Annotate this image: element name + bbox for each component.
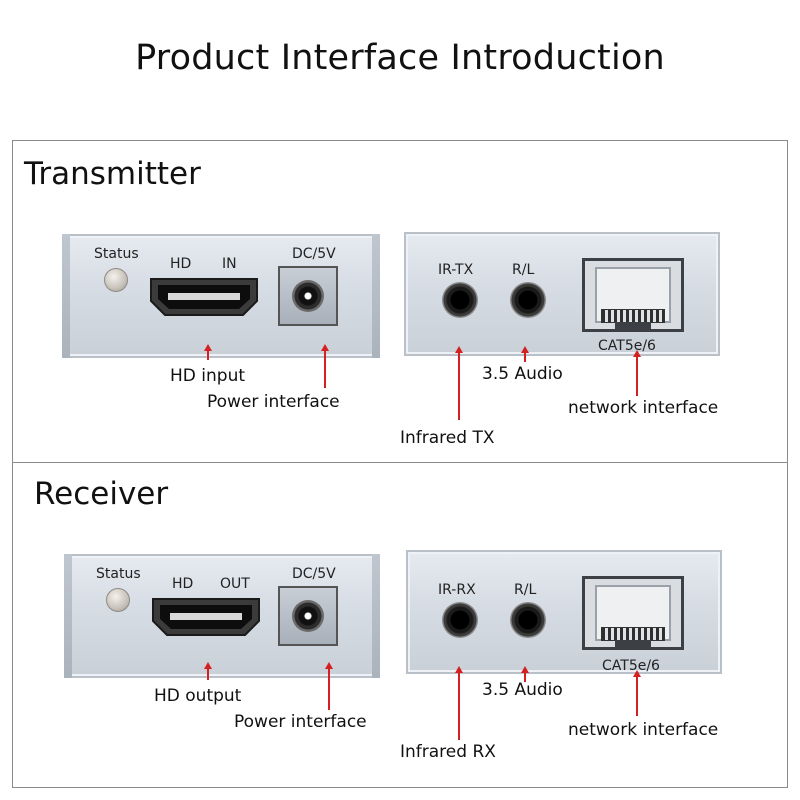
receiver-front-panel: Status HD OUT DC/5V bbox=[64, 554, 380, 678]
cat-label: CAT5e/6 bbox=[602, 658, 660, 674]
arrow-icon bbox=[325, 662, 332, 710]
dc-label: DC/5V bbox=[292, 246, 336, 262]
ir-jack-icon bbox=[442, 602, 478, 638]
dc-power-jack-icon bbox=[278, 266, 338, 326]
label-hd-output: HD output bbox=[154, 686, 242, 706]
rj45-port-icon bbox=[582, 258, 684, 332]
status-label: Status bbox=[96, 566, 141, 582]
page-title: Product Interface Introduction bbox=[135, 38, 665, 78]
hd-port-direction-label: IN bbox=[222, 256, 237, 272]
label-hd-input: HD input bbox=[170, 366, 246, 386]
dc-label: DC/5V bbox=[292, 566, 336, 582]
receiver-heading: Receiver bbox=[34, 476, 169, 512]
arrow-icon bbox=[455, 666, 462, 740]
hd-label: HD bbox=[170, 256, 192, 272]
ir-port-label: IR-TX bbox=[438, 262, 474, 278]
audio-jack-icon bbox=[510, 602, 546, 638]
transmitter-heading: Transmitter bbox=[24, 156, 201, 192]
arrow-icon bbox=[455, 346, 462, 420]
arrow-icon bbox=[633, 670, 640, 716]
cat-label: CAT5e/6 bbox=[598, 338, 656, 354]
arrow-icon bbox=[521, 666, 528, 682]
status-led-icon bbox=[104, 268, 128, 292]
audio-jack-icon bbox=[510, 282, 546, 318]
label-network-interface: network interface bbox=[568, 720, 719, 740]
section-divider bbox=[12, 462, 788, 463]
ir-port-label: IR-RX bbox=[438, 582, 476, 598]
hdmi-port-icon bbox=[152, 598, 260, 636]
label-infrared-rx: Infrared RX bbox=[400, 742, 496, 762]
rj45-port-icon bbox=[582, 576, 684, 650]
hdmi-port-icon bbox=[150, 278, 258, 316]
label-audio: 3.5 Audio bbox=[482, 364, 563, 384]
arrow-icon bbox=[633, 350, 640, 396]
label-power-interface: Power interface bbox=[234, 712, 367, 732]
ir-jack-icon bbox=[442, 282, 478, 318]
status-label: Status bbox=[94, 246, 139, 262]
label-power-interface: Power interface bbox=[207, 392, 340, 412]
arrow-icon bbox=[204, 662, 211, 680]
hd-port-direction-label: OUT bbox=[220, 576, 250, 592]
diagram-frame bbox=[12, 140, 788, 788]
label-infrared-tx: Infrared TX bbox=[400, 428, 495, 448]
status-led-icon bbox=[106, 588, 130, 612]
transmitter-front-panel: Status HD IN DC/5V bbox=[62, 234, 380, 358]
rl-port-label: R/L bbox=[512, 262, 535, 278]
arrow-icon bbox=[521, 346, 528, 362]
transmitter-rear-panel: IR-TX R/L CAT5e/6 bbox=[404, 232, 720, 356]
receiver-rear-panel: IR-RX R/L CAT5e/6 bbox=[406, 550, 722, 674]
label-audio: 3.5 Audio bbox=[482, 680, 563, 700]
hd-label: HD bbox=[172, 576, 194, 592]
arrow-icon bbox=[204, 344, 211, 360]
dc-power-jack-icon bbox=[278, 586, 338, 646]
rl-port-label: R/L bbox=[514, 582, 537, 598]
arrow-icon bbox=[321, 344, 328, 388]
label-network-interface: network interface bbox=[568, 398, 719, 418]
